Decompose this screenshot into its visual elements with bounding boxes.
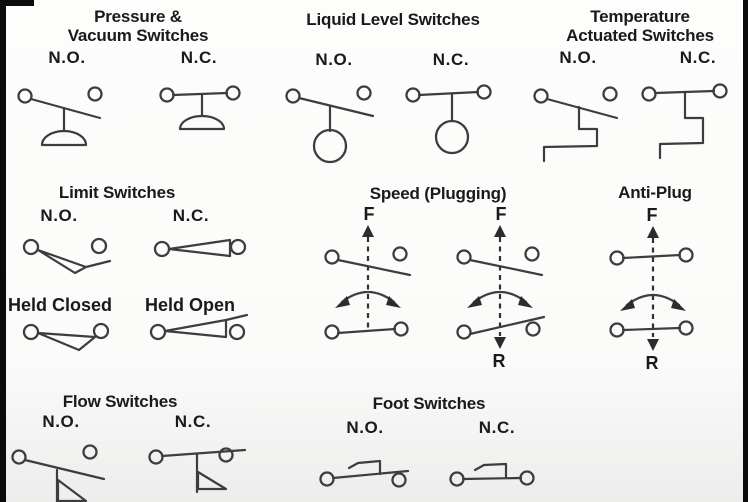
pressure-dome [40,129,88,147]
pressure-no-label: N.O. [48,48,86,67]
pressure-switch-no-symbol [17,86,103,147]
speed-plugging-symbol-2 [456,225,546,349]
liquid-level-nc-symbol [405,84,492,155]
pressure-nc-label: N.C. [180,48,218,67]
speed-plugging-symbol-1 [324,225,412,340]
pressure-vacuum-title-line2: Vacuum Switches [67,26,209,45]
anti-plug-reverse-label: R [645,353,659,373]
float-circle [434,119,470,155]
foot-switch-nc-symbol [449,462,535,487]
lever-wedge [163,318,228,339]
liquid-level-no-symbol [285,85,375,164]
up-arrowhead [362,225,374,237]
up-arrowhead [647,226,659,238]
temperature-switch-nc-symbol [641,83,728,160]
speed2-reverse-label: R [492,351,506,371]
temperature-switch-no-symbol [533,86,619,163]
speed1-forward-label: F [363,204,375,224]
temperature-title: Temperature Actuated Switches [566,7,714,45]
flow-vane [56,478,88,502]
limit-switch-no-symbol [22,237,112,275]
right-edge-bar [743,0,748,502]
liquid-no-label: N.O. [315,50,353,69]
flow-vane [196,470,228,491]
pressure-dome [178,114,226,131]
down-arrowhead [647,339,659,351]
flow-title: Flow Switches [62,392,178,411]
speed2-forward-label: F [495,204,507,224]
liquid-nc-label: N.C. [432,50,470,69]
foot-no-label: N.O. [346,418,384,437]
up-arrowhead [494,225,506,237]
limit-switch-held-closed-symbol [22,322,110,352]
rocker-arrowhead-right [671,299,686,311]
lever-wedge [36,248,88,275]
foot-switch-no-symbol [319,459,410,488]
left-edge-bar [0,0,6,502]
down-arrowhead [494,337,506,349]
anti-plug-title: Anti-Plug [618,183,692,202]
flow-no-label: N.O. [42,412,80,431]
limit-switch-held-open-symbol [149,313,249,341]
limit-title: Limit Switches [58,183,176,202]
float-circle [312,128,348,164]
pressure-vacuum-title: Pressure & Vacuum Switches [68,7,209,45]
limit-no-label: N.O. [40,206,78,225]
limit-nc-label: N.C. [172,206,210,225]
temperature-title-line1: Temperature [590,7,690,26]
anti-plug-forward-label: F [646,205,658,225]
rocker-arrowhead-left [335,296,350,308]
foot-nc-label: N.C. [478,418,516,437]
limit-held-closed-label: Held Closed [7,295,113,315]
lever-wedge [36,331,97,352]
rocker-arrowhead-right [518,296,533,308]
rocker-arrowhead-left [467,296,482,308]
rocker-arrowhead-right [386,296,401,308]
foot-pedal [473,462,508,480]
rocker-arrowhead-left [620,299,635,311]
limit-switch-nc-symbol [153,238,247,258]
temperature-title-line2: Actuated Switches [566,26,714,45]
lever-wedge [167,238,232,258]
thermal-element [658,90,705,160]
temperature-nc-label: N.C. [679,48,717,67]
foot-title: Foot Switches [372,394,486,413]
flow-switch-nc-symbol [148,447,247,494]
liquid-level-title: Liquid Level Switches [306,10,480,29]
flow-switch-no-symbol [11,444,106,502]
top-left-corner-mark [0,0,34,6]
flow-nc-label: N.C. [174,412,212,431]
anti-plug-symbol [609,226,694,351]
temperature-no-label: N.O. [559,48,597,67]
pressure-switch-nc-symbol [159,85,241,131]
speed-plugging-title: Speed (Plugging) [369,184,507,203]
thermal-element [542,105,599,163]
limit-held-open-label: Held Open [144,295,236,315]
pressure-vacuum-title-line1: Pressure & [94,7,182,26]
foot-pedal [347,459,382,476]
